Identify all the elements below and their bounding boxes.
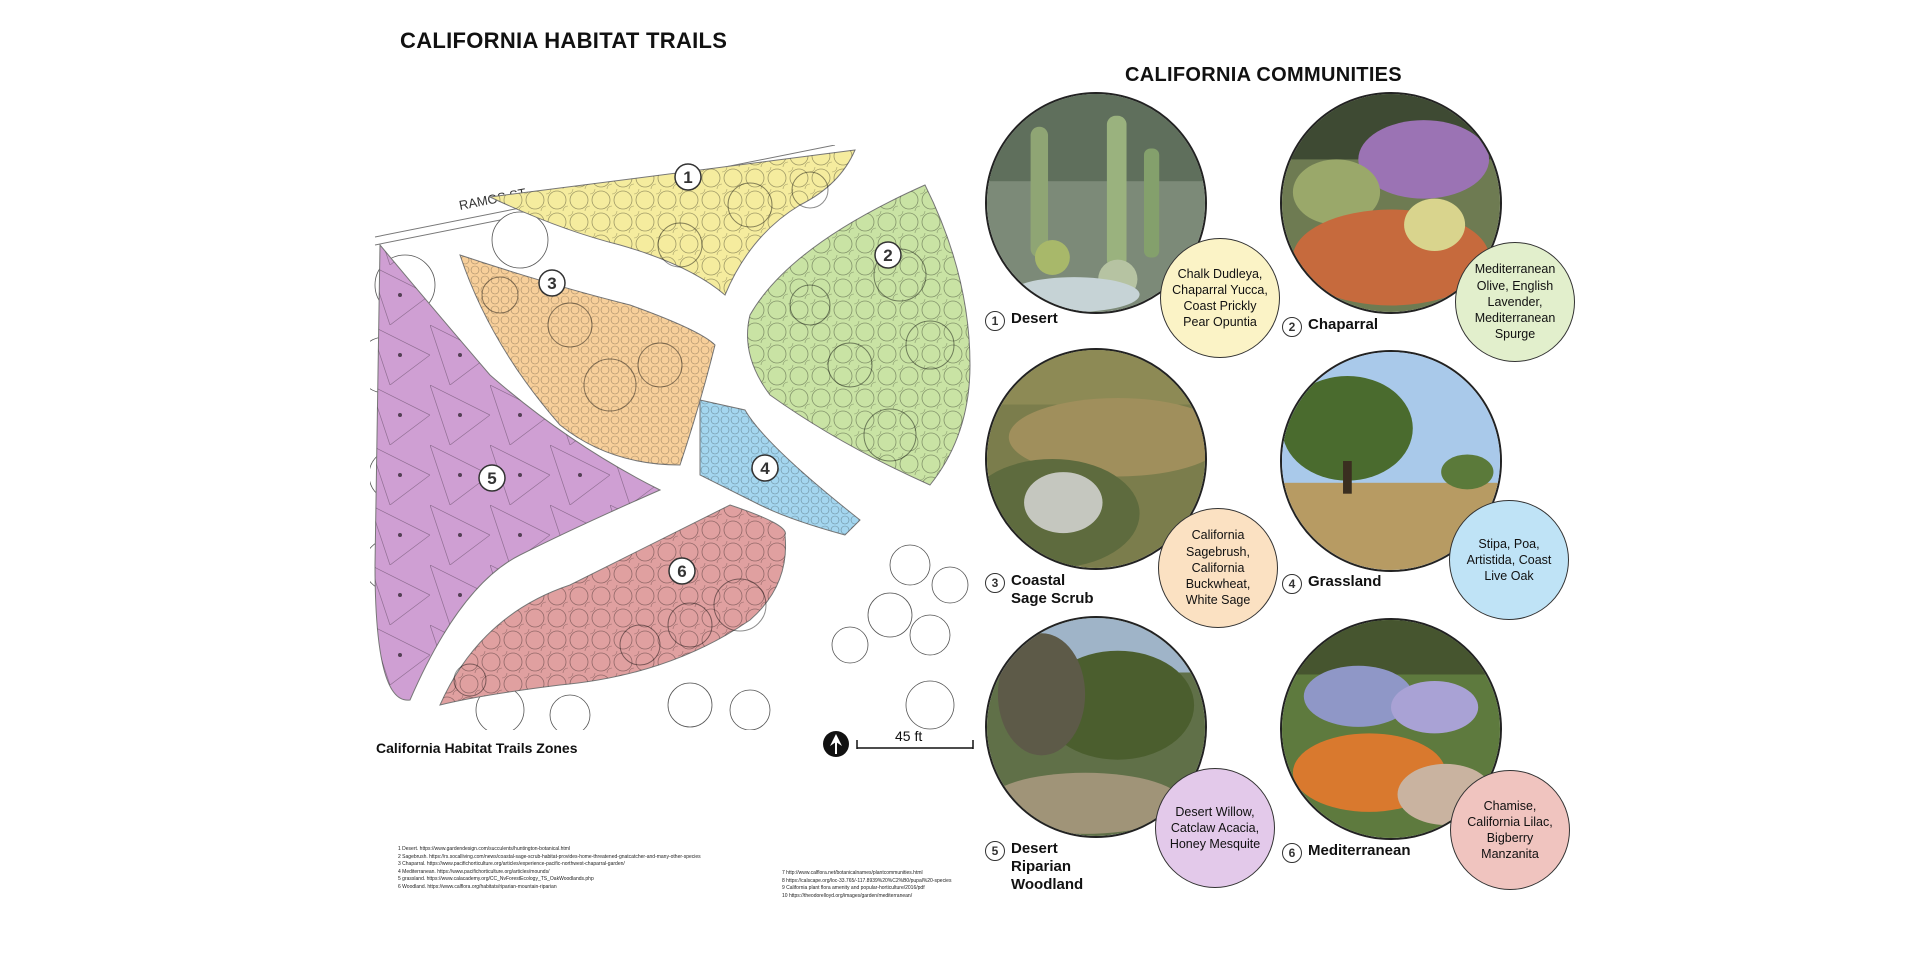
mediterranean-label: 6 Mediterranean — [1282, 842, 1411, 863]
chaparral-photo — [1280, 92, 1502, 314]
zone-2-marker: 2 — [874, 241, 902, 269]
zone-4-marker: 4 — [751, 454, 779, 482]
zone-3-marker: 3 — [538, 269, 566, 297]
tree-canopy-circles — [453, 171, 955, 697]
chaparral-label: 2 Chaparral — [1282, 316, 1378, 337]
community-name: Coastal Sage Scrub — [1011, 572, 1094, 607]
scale-bar — [856, 740, 974, 749]
reference-item: 2 Sagebrush. https://rs.socalliving.com/… — [398, 853, 701, 860]
community-name: Mediterranean — [1308, 842, 1411, 859]
reference-item: 9 California plant flora amenity and pop… — [782, 885, 925, 891]
community-name: Desert — [1011, 310, 1058, 327]
chaparral-plants-bubble: Mediterranean Olive, English Lavender, M… — [1455, 242, 1575, 362]
reference-item: 7 http://www.calflora.net/botanicalnames… — [782, 870, 923, 876]
community-name: Grassland — [1308, 573, 1382, 590]
reference-item: 5 grassland. https://www.calacademy.org/… — [398, 876, 594, 882]
grassland-plants-bubble: Stipa, Poa, Artistida, Coast Live Oak — [1449, 500, 1569, 620]
reference-item: 3 Chaparral. https://www.pacifichorticul… — [398, 861, 625, 867]
community-number: 3 — [985, 573, 1005, 593]
communities-title: CALIFORNIA COMMUNITIES — [1125, 64, 1402, 86]
reference-item: 1 Desert. https://www.gardendesign.com/s… — [398, 846, 571, 852]
scale-label: 45 ft — [895, 728, 923, 744]
svg-text:4: 4 — [760, 459, 770, 478]
svg-text:5: 5 — [487, 469, 496, 488]
zone-5-marker: 5 — [478, 464, 506, 492]
svg-text:3: 3 — [547, 274, 556, 293]
community-number: 2 — [1282, 317, 1302, 337]
references-right: 7 http://www.calflora.net/botanicalnames… — [782, 870, 951, 900]
svg-text:2: 2 — [883, 246, 892, 265]
grassland-label: 4 Grassland — [1282, 573, 1381, 594]
svg-text:6: 6 — [677, 562, 686, 581]
community-number: 1 — [985, 311, 1005, 331]
desert-riparian-woodland-plants-bubble: Desert Willow, Catclaw Acacia, Honey Mes… — [1155, 768, 1275, 888]
coastal-sage-scrub-label: 3 Coastal Sage Scrub — [985, 572, 1105, 608]
coastal-sage-scrub-plants-bubble: California Sagebrush, California Buckwhe… — [1158, 508, 1278, 628]
map-caption: California Habitat Trails Zones — [376, 740, 578, 756]
community-number: 5 — [985, 841, 1005, 861]
page-title: CALIFORNIA HABITAT TRAILS — [400, 28, 728, 53]
community-name: Desert Riparian Woodland — [1011, 840, 1084, 893]
habitat-zones-map: RAMOS ST 1 — [370, 145, 971, 730]
zone-1-marker: 1 — [674, 163, 702, 191]
community-number: 6 — [1282, 843, 1302, 863]
community-number: 4 — [1282, 574, 1302, 594]
zone-6-marker: 6 — [668, 557, 696, 585]
reference-item: 6 Woodland. https://www.calflora.org/hab… — [398, 883, 557, 890]
community-name: Chaparral — [1308, 316, 1379, 333]
reference-item: 8 https://calscape.org/loc-33.765/-117.8… — [782, 877, 952, 884]
mediterranean-plants-bubble: Chamise, California Lilac, Bigberry Manz… — [1450, 770, 1570, 890]
references-left: 1 Desert. https://www.gardendesign.com/s… — [398, 846, 701, 891]
coastal-sage-scrub-photo — [985, 348, 1207, 570]
desert-label: 1 Desert — [985, 310, 1058, 331]
desert-riparian-woodland-photo — [985, 616, 1207, 838]
desert-plants-bubble: Chalk Dudleya, Chaparral Yucca, Coast Pr… — [1160, 238, 1280, 358]
desert-riparian-woodland-label: 5 Desert Riparian Woodland — [985, 840, 1105, 894]
reference-item: 10 https://theodorelloyd.org/images/gard… — [782, 892, 913, 899]
reference-item: 4 Mediterranean. https://www.pacifichort… — [398, 868, 550, 875]
svg-text:1: 1 — [683, 168, 692, 187]
north-arrow-icon — [823, 731, 849, 757]
